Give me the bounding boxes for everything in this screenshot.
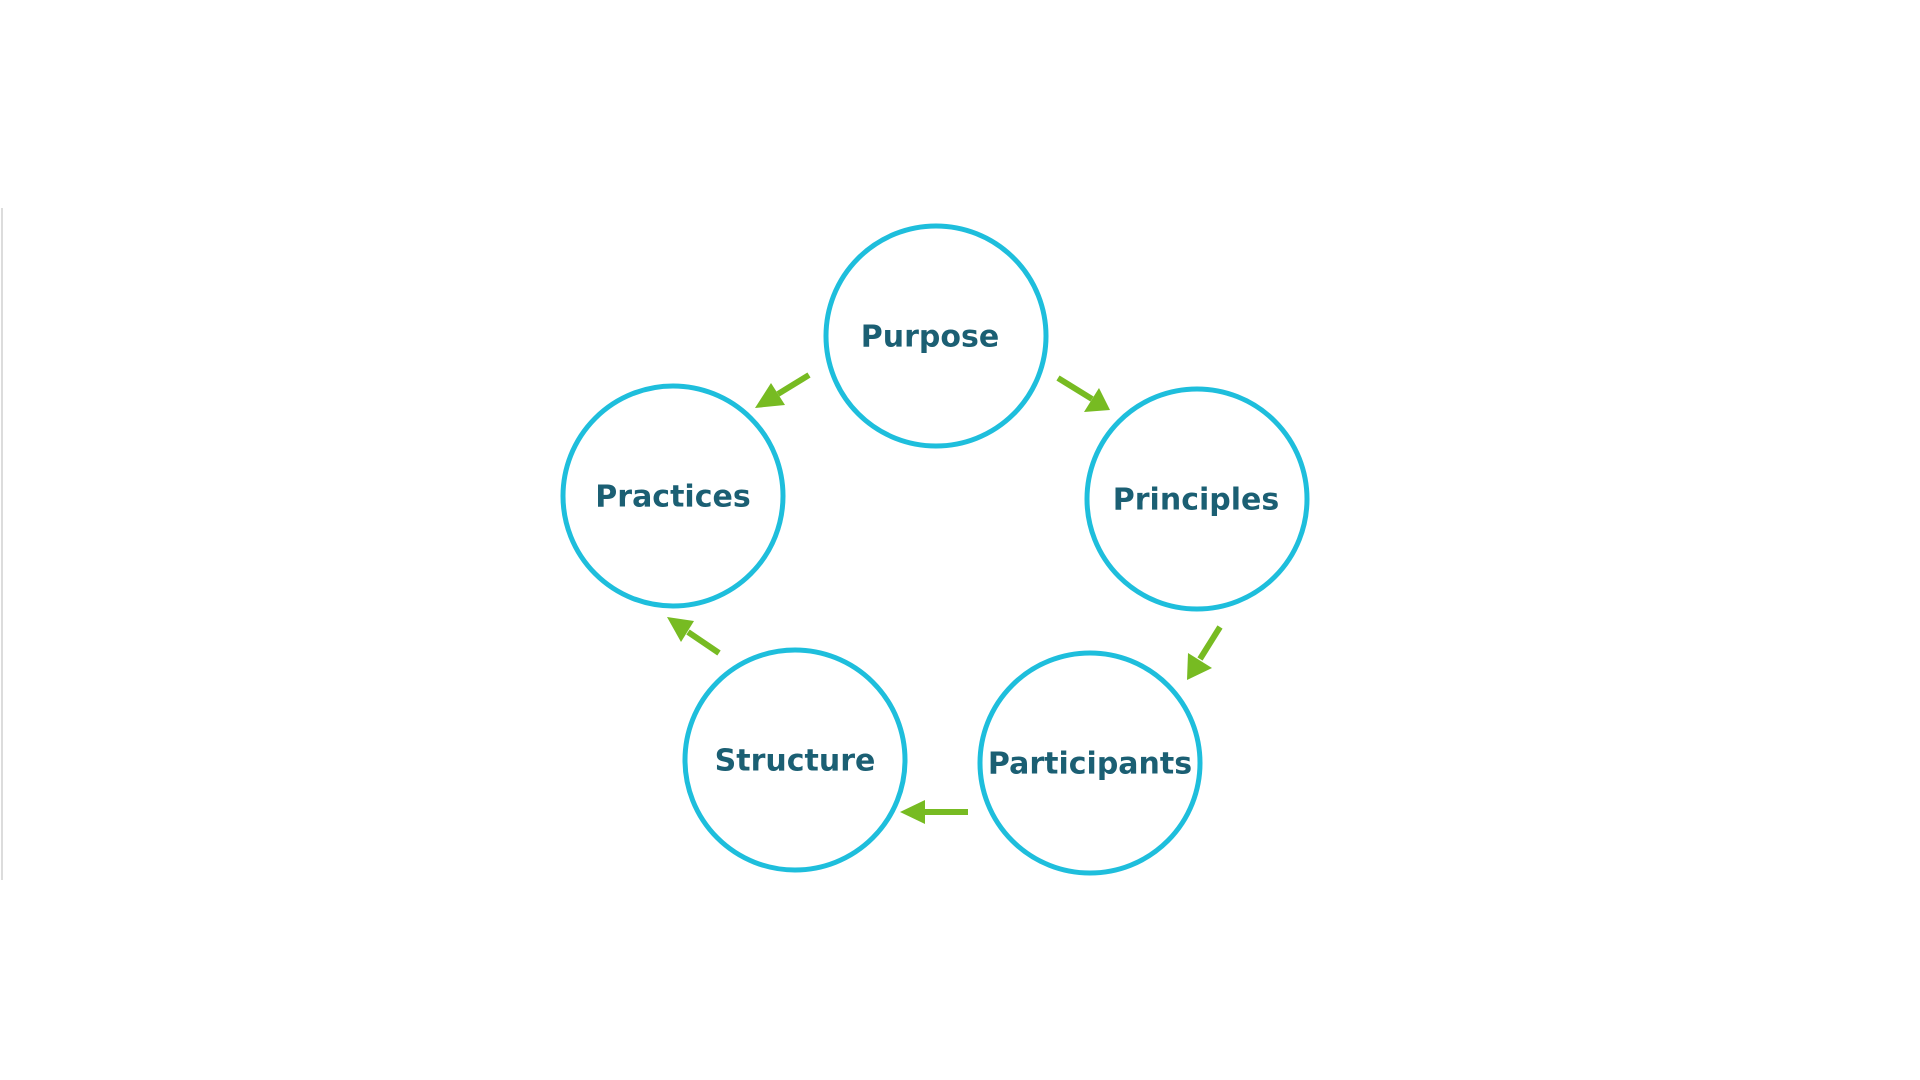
arrow-purpose-to-principles xyxy=(1056,375,1110,412)
node-label: Purpose xyxy=(861,320,999,355)
arrowhead xyxy=(755,383,785,408)
arrow-structure-to-practices xyxy=(667,617,721,656)
arrowhead xyxy=(1187,653,1212,680)
node-circle xyxy=(682,647,908,873)
node-participants: Participants xyxy=(977,650,1203,876)
arrowhead xyxy=(667,617,694,642)
node-structure: Structure xyxy=(682,647,908,873)
arrow-shaft xyxy=(1056,375,1094,402)
node-purpose: Purpose xyxy=(823,223,1049,449)
arrow-principles-to-participants xyxy=(1187,625,1223,680)
node-circle xyxy=(977,650,1203,876)
arrowhead xyxy=(1084,388,1110,412)
node-label: Structure xyxy=(715,744,876,779)
arrow-participants-to-structure xyxy=(900,800,968,824)
node-label: Practices xyxy=(595,480,750,515)
arrowhead xyxy=(900,800,925,824)
node-practices: Practices xyxy=(560,383,786,609)
arrow-shaft xyxy=(686,629,721,656)
node-circle xyxy=(1084,386,1310,612)
node-circle xyxy=(823,223,1049,449)
arrow-purpose-to-practices xyxy=(755,372,811,408)
node-principles: Principles xyxy=(1084,386,1310,612)
arrows-group xyxy=(667,372,1223,824)
arrow-shaft xyxy=(1197,625,1223,661)
node-label: Participants xyxy=(988,747,1192,782)
node-circle xyxy=(560,383,786,609)
left-border-line xyxy=(1,208,3,880)
arrow-shaft xyxy=(776,372,811,397)
node-label: Principles xyxy=(1113,483,1279,518)
